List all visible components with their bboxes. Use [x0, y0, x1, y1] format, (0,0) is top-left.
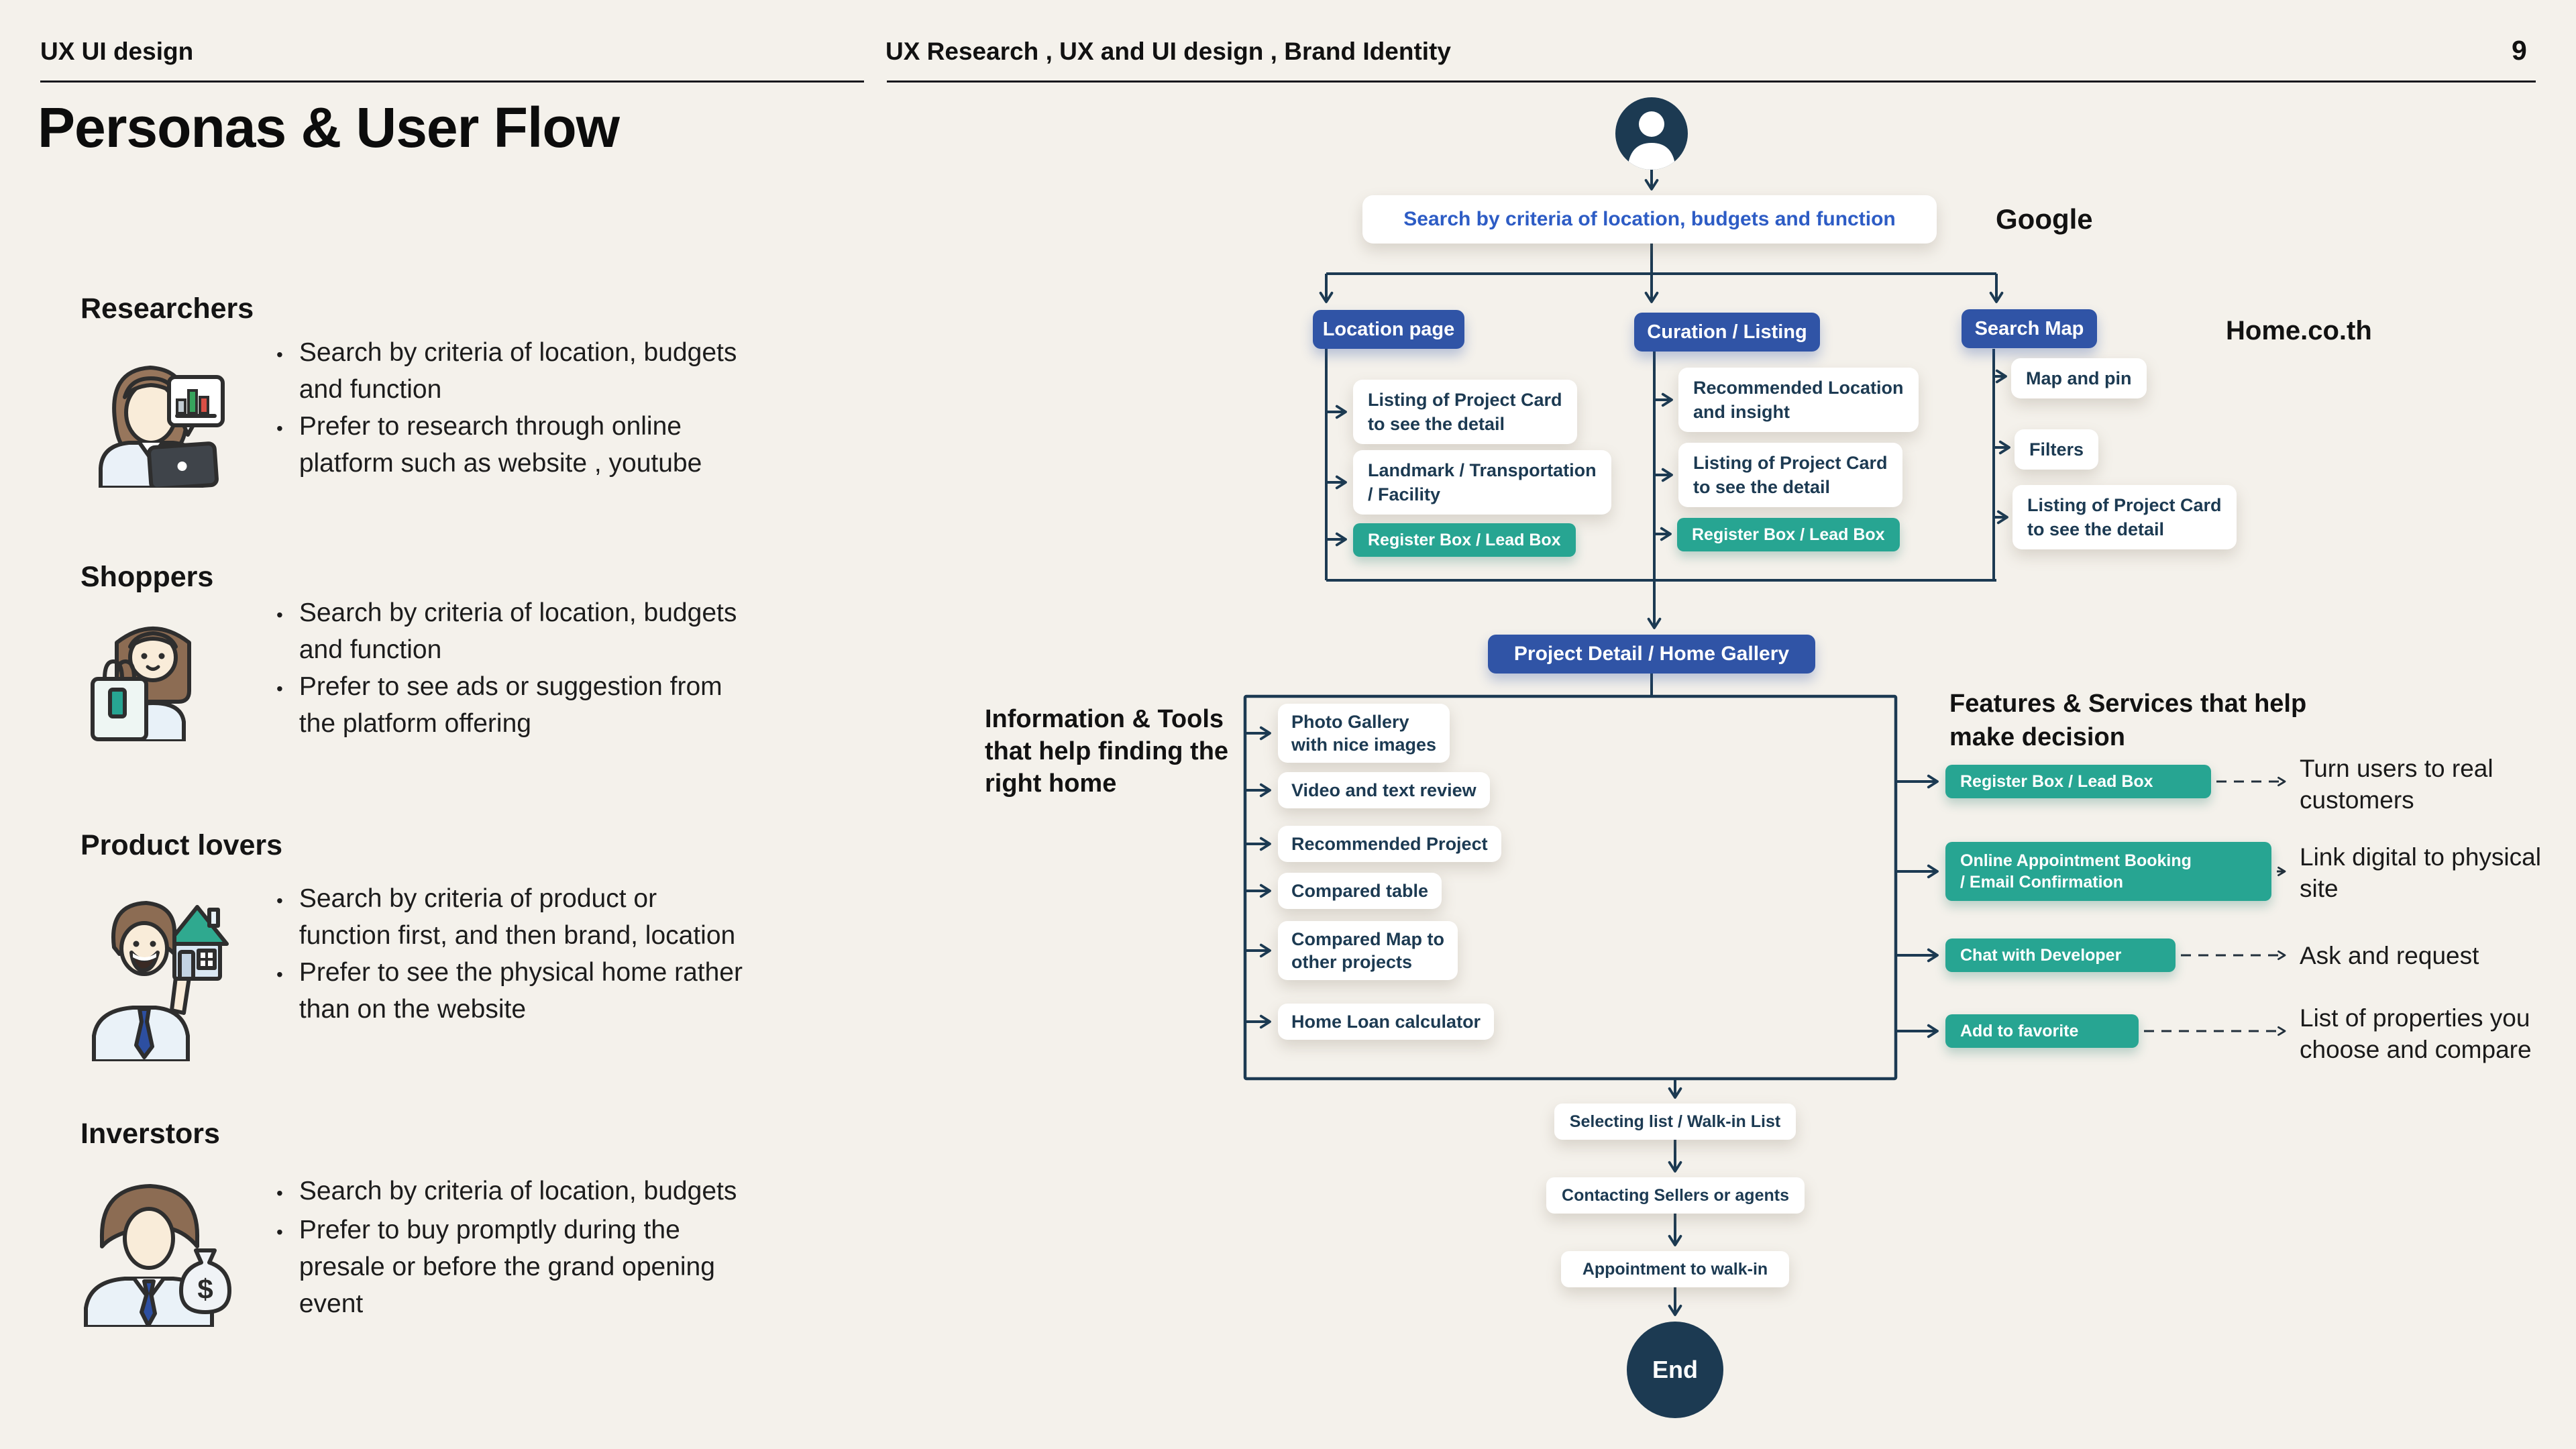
persona-bullets-researchers: Search by criteria of location, budgets … — [276, 334, 737, 482]
header-left: UX UI design — [40, 38, 194, 65]
header-rule-right — [887, 80, 2536, 83]
persona-name-product-lovers: Product lovers — [80, 829, 283, 861]
bullet-item: Search by criteria of product or functio… — [276, 880, 743, 954]
node-appointment-walkin: Appointment to walk-in — [1561, 1251, 1789, 1287]
node-landmark-transportation: Landmark / Transportation / Facility — [1353, 450, 1611, 515]
persona-name-shoppers: Shoppers — [80, 561, 214, 593]
shopper-icon — [91, 627, 191, 741]
node-contacting-sellers: Contacting Sellers or agents — [1546, 1177, 1805, 1214]
page-number: 9 — [2512, 35, 2527, 66]
node-listing-project-card-3: Listing of Project Card to see the detai… — [2012, 485, 2237, 549]
persona-bullets-product-lovers: Search by criteria of product or functio… — [276, 880, 743, 1028]
investor-icon: $ — [84, 1184, 231, 1327]
node-chat-with-developer: Chat with Developer — [1945, 938, 2176, 972]
feature-note-register: Turn users to real customers — [2300, 755, 2493, 814]
bullet-text: Search by criteria of product or functio… — [299, 884, 736, 950]
bullet-text: Prefer to see the physical home rather t… — [299, 958, 743, 1024]
bullet-item: Prefer to see ads or suggestion from the… — [276, 668, 737, 742]
node-add-to-favorite: Add to favorite — [1945, 1014, 2139, 1048]
user-icon — [1615, 97, 1688, 170]
persona-bullets-shoppers: Search by criteria of location, budgets … — [276, 594, 737, 742]
info-tools-label: Information & Tools that help finding th… — [985, 705, 1229, 798]
product-lover-icon — [92, 901, 229, 1061]
node-selecting-list: Selecting list / Walk-in List — [1554, 1104, 1796, 1140]
persona-name-investors: Inverstors — [80, 1118, 220, 1150]
node-listing-project-card-2: Listing of Project Card to see the detai… — [1678, 443, 1902, 507]
node-recommended-location: Recommended Location and insight — [1678, 368, 1919, 432]
node-compared-map: Compared Map to other projects — [1278, 921, 1458, 980]
node-register-box-location: Register Box / Lead Box — [1353, 523, 1576, 557]
researcher-icon — [99, 366, 225, 488]
persona-bullets-investors: Search by criteria of location, budgets … — [276, 1173, 737, 1322]
header-rule-left — [40, 80, 864, 83]
bullet-item: Search by criteria of location, budgets … — [276, 334, 737, 408]
bullet-text: Search by criteria of location, budgets … — [299, 598, 737, 664]
homecoth-label: Home.co.th — [2226, 316, 2372, 345]
feature-note-favorite: List of properties you choose and compar… — [2300, 1004, 2532, 1063]
features-services-label: Features & Services that help make decis… — [1949, 690, 2307, 751]
slide-title: Personas & User Flow — [38, 96, 620, 159]
node-home-loan-calculator: Home Loan calculator — [1278, 1004, 1495, 1040]
node-compared-table: Compared table — [1278, 873, 1442, 909]
bullet-item: Prefer to research through online platfo… — [276, 408, 737, 482]
node-project-detail: Project Detail / Home Gallery — [1488, 635, 1815, 674]
node-search-map: Search Map — [1962, 309, 2097, 348]
node-register-box-curation: Register Box / Lead Box — [1677, 518, 1900, 551]
google-label: Google — [1996, 203, 2093, 235]
search-criteria-box: Search by criteria of location, budgets … — [1362, 195, 1937, 244]
feature-note-appointment: Link digital to physical site — [2300, 843, 2541, 902]
bullet-text: Prefer to research through online platfo… — [299, 412, 702, 478]
end-node: End — [1627, 1322, 1723, 1418]
node-location-page: Location page — [1313, 310, 1464, 349]
bullet-item: Search by criteria of location, budgets — [276, 1173, 737, 1212]
persona-name-researchers: Researchers — [80, 292, 254, 325]
bullet-item: Search by criteria of location, budgets … — [276, 594, 737, 668]
bullet-item: Prefer to see the physical home rather t… — [276, 954, 743, 1028]
node-map-and-pin: Map and pin — [2011, 358, 2147, 398]
bullet-text: Prefer to buy promptly during the presal… — [299, 1216, 715, 1318]
node-photo-gallery: Photo Gallery with nice images — [1278, 704, 1450, 763]
node-recommended-project: Recommended Project — [1278, 826, 1501, 862]
feature-note-chat: Ask and request — [2300, 942, 2479, 969]
node-listing-project-card-1: Listing of Project Card to see the detai… — [1353, 380, 1577, 444]
bullet-text: Search by criteria of location, budgets … — [299, 338, 737, 404]
node-video-text-review: Video and text review — [1278, 772, 1490, 808]
node-register-box-feature: Register Box / Lead Box — [1945, 765, 2211, 798]
node-filters: Filters — [2015, 429, 2099, 470]
bullet-text: Prefer to see ads or suggestion from the… — [299, 672, 722, 738]
bullet-text: Search by criteria of location, budgets — [299, 1177, 737, 1205]
node-curation-listing: Curation / Listing — [1634, 313, 1820, 352]
dollar-glyph: $ — [197, 1273, 213, 1305]
header-center: UX Research , UX and UI design , Brand I… — [885, 38, 1451, 65]
bullet-item: Prefer to buy promptly during the presal… — [276, 1212, 737, 1322]
node-online-appointment: Online Appointment Booking / Email Confi… — [1945, 842, 2271, 901]
